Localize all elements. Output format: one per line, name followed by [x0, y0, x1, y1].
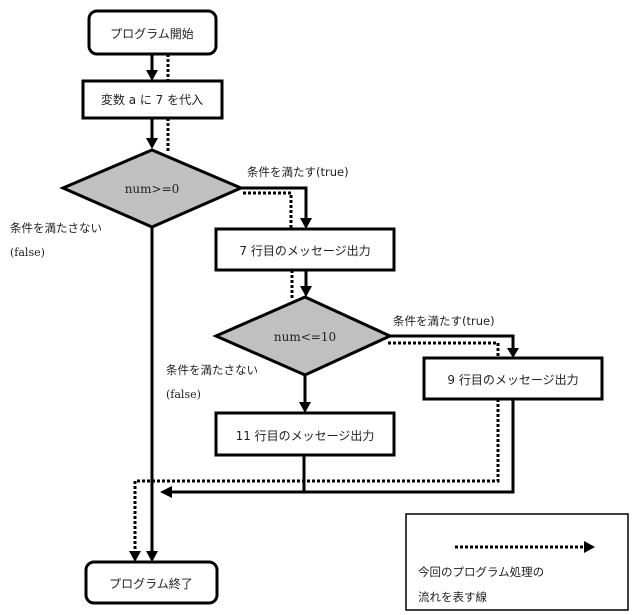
- node-msg7: 7 行目のメッセージ出力: [214, 227, 396, 272]
- path-cond2-msg9: [388, 341, 500, 358]
- edge-msg9-merge: [170, 399, 515, 494]
- legend-text-line1: 今回のプログラム処理の: [418, 565, 544, 579]
- node-start-label: プログラム開始: [110, 27, 194, 41]
- arrowhead: [300, 286, 312, 297]
- arrowhead: [146, 551, 158, 562]
- cond2-false-label: 条件を満たさない: [166, 363, 258, 377]
- legend: 今回のプログラム処理の 流れを表す線: [405, 513, 629, 611]
- cond1-true-label: 条件を満たす(true): [247, 165, 349, 179]
- edge-cond1-true: [240, 186, 308, 220]
- cond1-false-label: 条件を満たさない: [10, 221, 102, 235]
- legend-arrowhead: [584, 541, 595, 553]
- arrowhead: [160, 486, 172, 498]
- path-arrowhead: [129, 551, 141, 562]
- cond1-false-sublabel: (false): [10, 246, 45, 259]
- node-msg7-label: 7 行目のメッセージ出力: [239, 244, 370, 258]
- cond2-true-label: 条件を満たす(true): [393, 314, 495, 328]
- node-cond2: num<=10: [212, 295, 394, 377]
- path-msg9-end: [133, 399, 500, 553]
- solid-flow-lines: [146, 54, 519, 562]
- legend-text-line2: 流れを表す線: [418, 590, 487, 604]
- node-assign: 変数 a に 7 を代入: [81, 79, 224, 120]
- arrowhead: [300, 218, 312, 229]
- arrowhead: [146, 138, 158, 149]
- node-msg11-label: 11 行目のメッセージ出力: [236, 429, 375, 443]
- node-cond1-label: num>=0: [125, 182, 180, 196]
- node-msg9-label: 9 行目のメッセージ出力: [447, 373, 578, 387]
- cond2-false-sublabel: (false): [166, 388, 201, 401]
- path-cond1-msg7: [243, 191, 293, 229]
- node-msg9: 9 行目のメッセージ出力: [422, 356, 604, 401]
- edge-cond2-true: [390, 334, 515, 350]
- node-end-label: プログラム終了: [109, 576, 193, 591]
- node-assign-label: 変数 a に 7 を代入: [101, 92, 203, 107]
- node-msg11: 11 行目のメッセージ出力: [214, 411, 396, 457]
- node-cond2-label: num<=10: [274, 330, 336, 344]
- node-start: プログラム開始: [87, 9, 218, 56]
- arrowhead: [146, 70, 158, 81]
- execution-path-lines: [133, 54, 500, 553]
- node-cond1: num>=0: [59, 148, 245, 229]
- arrowhead: [507, 348, 519, 358]
- node-end: プログラム終了: [84, 560, 219, 605]
- arrowhead: [299, 402, 311, 413]
